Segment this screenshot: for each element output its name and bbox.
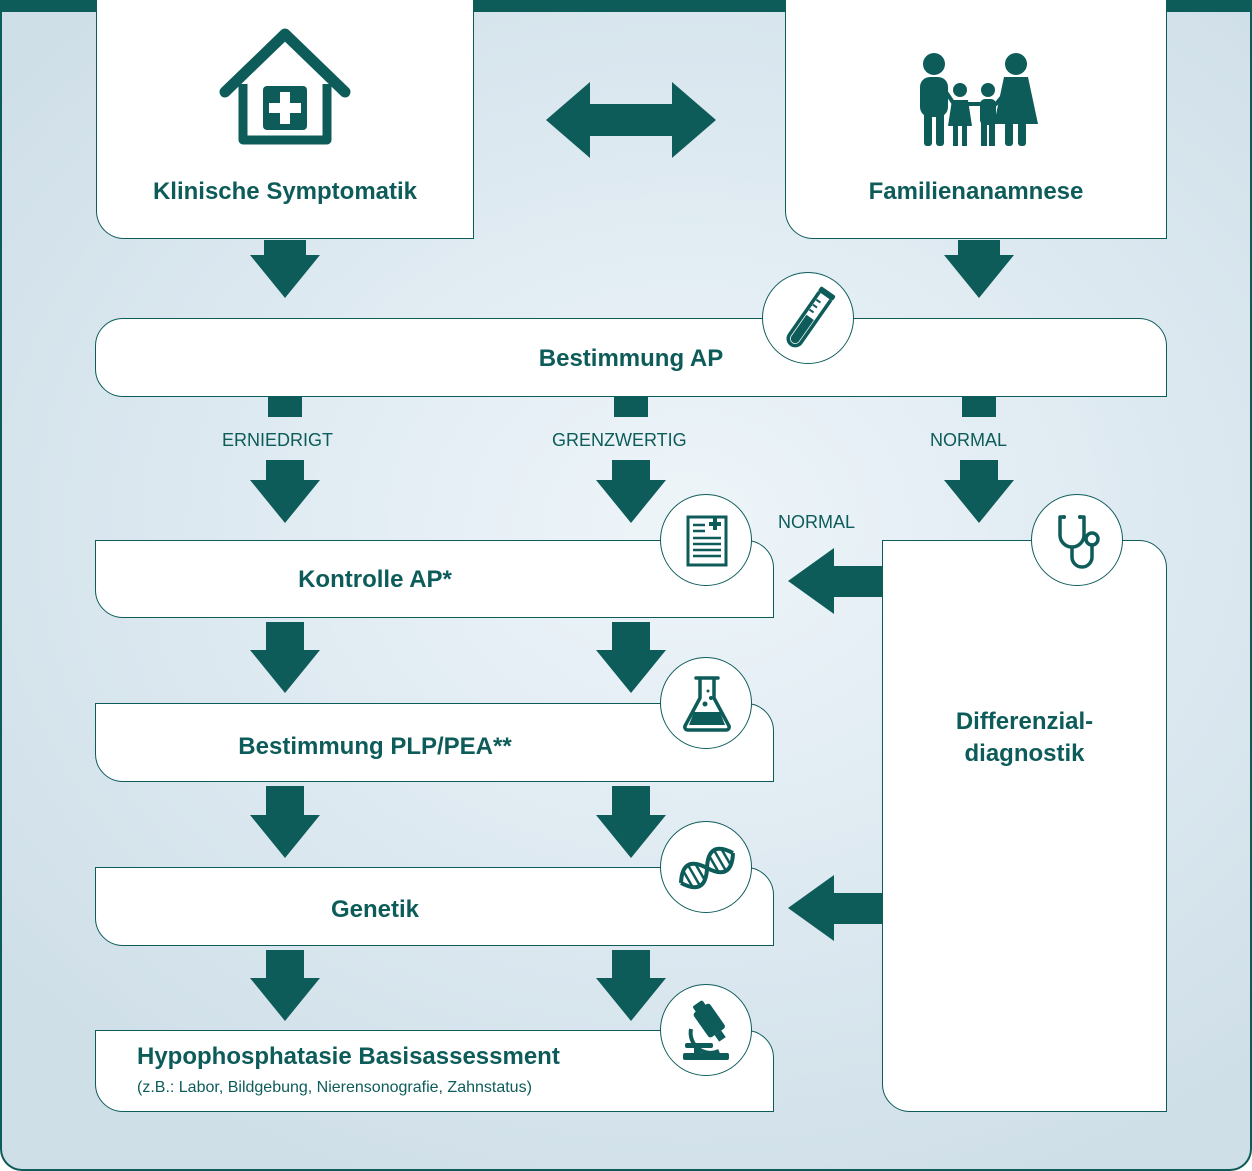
ap-control-box <box>95 540 774 618</box>
branch-normal-label: NORMAL <box>930 430 1008 450</box>
stethoscope-badge <box>1031 494 1123 586</box>
arrow-differential-to-genetics <box>788 875 882 941</box>
family-history-label: Familienanamnese <box>868 178 1084 205</box>
assessment-label: Hypophosphatasie Basisassessment <box>137 1043 560 1070</box>
stub-low <box>268 397 302 417</box>
microscope-icon <box>683 1000 729 1060</box>
ap-determination-box <box>95 318 1167 397</box>
microscope-badge <box>660 984 752 1076</box>
assessment-box <box>95 1030 774 1112</box>
medical-report-icon <box>686 515 728 567</box>
arrow-control-to-plp-right <box>596 622 666 693</box>
arrow-control-to-plp-left <box>250 622 320 693</box>
ap-control-label: Kontrolle AP* <box>298 566 452 593</box>
medical-report-badge <box>660 494 752 586</box>
ap-determination-label: Bestimmung AP <box>538 345 724 372</box>
arrow-borderline-to-control <box>596 460 666 523</box>
arrow-plp-to-genetics-left <box>250 786 320 858</box>
double-arrow <box>546 82 716 158</box>
house-medical-cross-icon <box>219 28 351 148</box>
differential-label-line2: diagnostik <box>964 740 1085 767</box>
dna-helix-icon <box>679 846 735 890</box>
arrow-genetics-to-assessment-left <box>250 950 320 1021</box>
dna-helix-badge <box>660 821 752 913</box>
arrow-low-to-control <box>250 460 320 523</box>
arrow-family-to-ap <box>944 240 1014 298</box>
test-tube-badge <box>762 272 854 364</box>
differential-diagnostics-box <box>882 540 1167 1112</box>
arrow-differential-to-control <box>788 548 882 614</box>
arrow-genetics-to-assessment-right <box>596 950 666 1021</box>
genetics-box <box>95 867 774 946</box>
arrow-clinical-to-ap <box>250 240 320 298</box>
clinical-symptoms-label: Klinische Symptomatik <box>152 178 418 205</box>
plp-pea-label: Bestimmung PLP/PEA** <box>238 733 512 760</box>
arrow-normal-to-differential <box>944 460 1014 523</box>
assessment-detail: (z.B.: Labor, Bildgebung, Nierensonograf… <box>137 1079 532 1096</box>
normal-feedback-label: NORMAL <box>778 512 856 532</box>
differential-label-line1: Differenzial- <box>955 708 1094 735</box>
branch-low-label: ERNIEDRIGT <box>222 430 334 450</box>
lab-flask-icon <box>683 676 731 732</box>
stub-borderline <box>614 397 648 417</box>
test-tube-icon <box>786 286 836 348</box>
genetics-label: Genetik <box>330 896 420 923</box>
stethoscope-icon <box>1058 515 1100 569</box>
lab-flask-badge <box>660 657 752 749</box>
plp-pea-box <box>95 703 774 782</box>
branch-borderline-label: GRENZWERTIG <box>552 430 687 450</box>
family-history-box <box>785 0 1167 239</box>
family-icon <box>914 52 1040 148</box>
stub-normal <box>962 397 996 417</box>
arrow-plp-to-genetics-right <box>596 786 666 858</box>
